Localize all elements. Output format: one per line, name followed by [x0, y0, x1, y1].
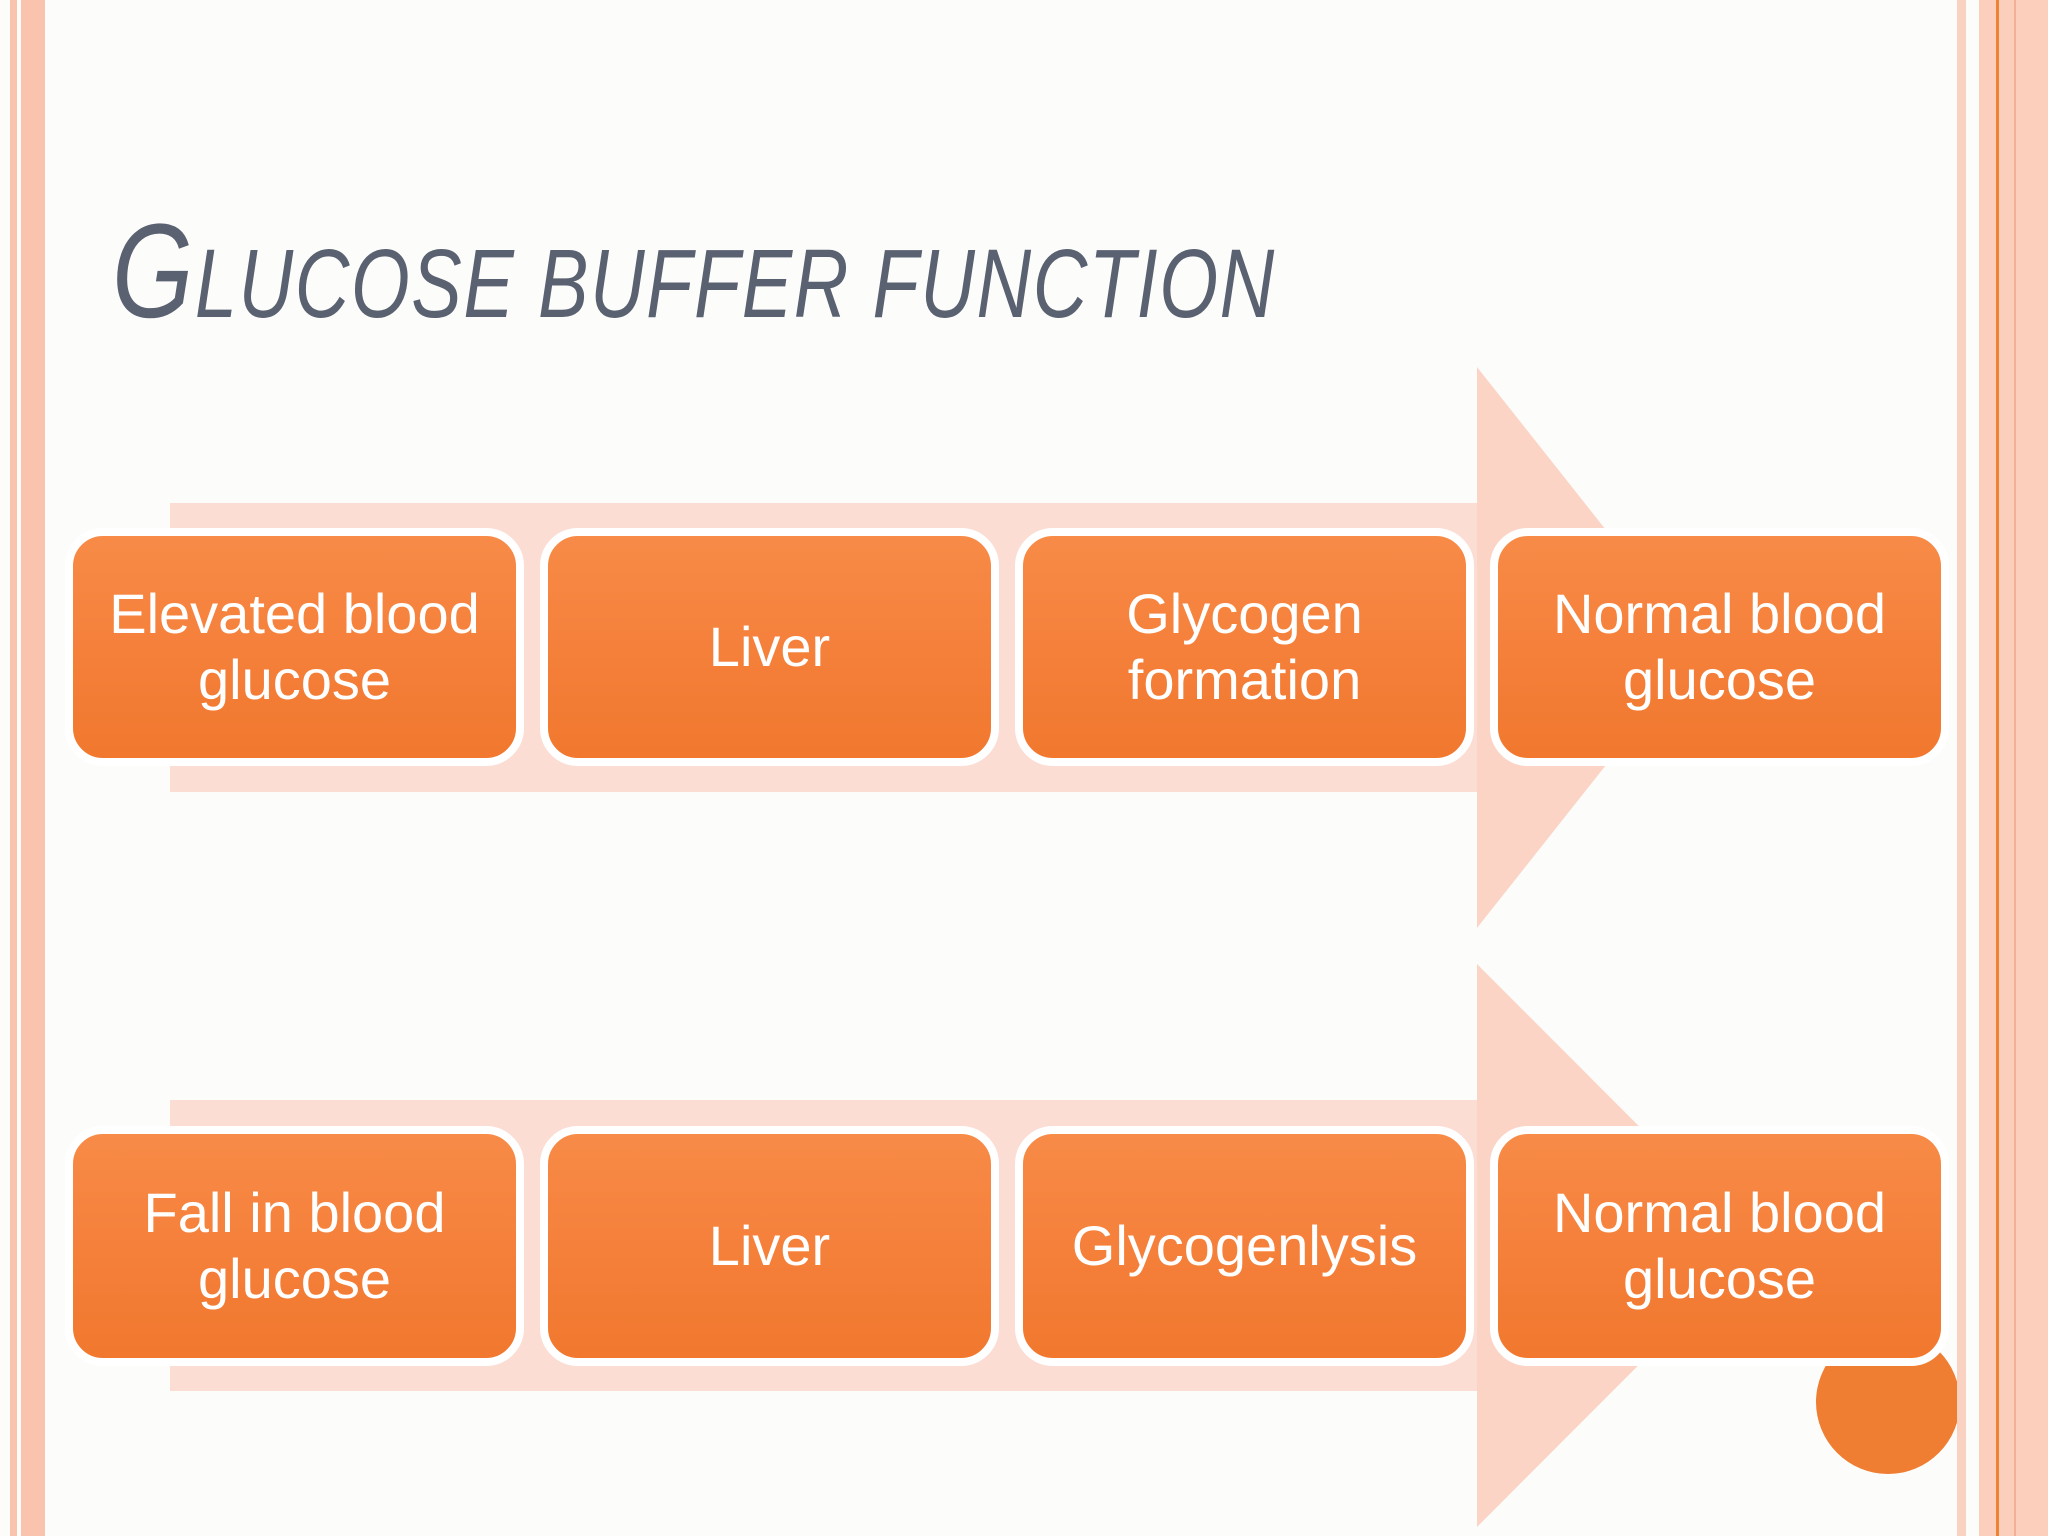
step-label: Elevated blood glucose [109, 581, 480, 711]
step-label: Normal blood glucose [1552, 581, 1887, 711]
slide-title: Glucose buffer function [112, 205, 1276, 339]
process-step-box: Normal blood glucose [1490, 528, 1949, 766]
step-label: Fall in blood glucose [143, 1180, 446, 1310]
frame-band-line-soft [2014, 0, 2016, 1536]
process-step-box: Liver [540, 528, 999, 766]
process-step-box: Glycogenlysis [1015, 1126, 1474, 1366]
process-step-box: Liver [540, 1126, 999, 1366]
process-step-box: Fall in blood glucose [65, 1126, 524, 1366]
frame-band-right [1979, 0, 2048, 1536]
step-label: Glycogen formation [1126, 581, 1363, 711]
process-step-box: Glycogen formation [1015, 528, 1474, 766]
step-label: Liver [708, 1213, 831, 1277]
frame-stripe-left-thin [10, 0, 17, 1536]
step-label: Glycogenlysis [1071, 1213, 1418, 1277]
step-label: Liver [708, 614, 831, 678]
process-step-box: Elevated blood glucose [65, 528, 524, 766]
frame-stripe-left-thick [21, 0, 45, 1536]
title-lead-letter: G [112, 197, 195, 346]
frame-band-line-dark [1996, 0, 1999, 1536]
step-label: Normal blood glucose [1552, 1180, 1887, 1310]
frame-stripe-right-thin [1957, 0, 1966, 1536]
process-step-box: Normal blood glucose [1490, 1126, 1949, 1366]
title-rest-text: lucose buffer function [194, 229, 1276, 338]
